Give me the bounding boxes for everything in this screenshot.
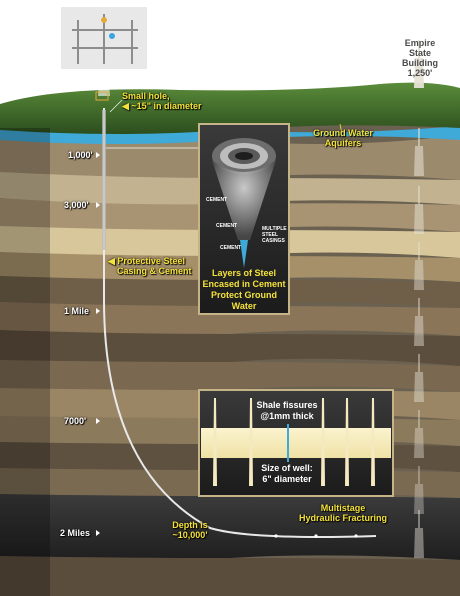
depth-1000-label: 1,000': [68, 150, 93, 160]
multiple-casings-label: MULTIPLE STEEL CASINGS: [262, 226, 287, 244]
ground-water-label: Ground Water Aquifers: [313, 128, 373, 148]
rock-layer: [0, 360, 460, 394]
shale-fissures: [213, 398, 375, 486]
rock-layer: [0, 330, 460, 366]
cement-label-2: CEMENT: [216, 223, 238, 229]
cement-label-3: CEMENT: [220, 245, 242, 251]
frac-markers: [274, 534, 358, 538]
empire-state-building-icons: [414, 40, 424, 558]
depth-note-label: Depth is ~10,000': [172, 520, 208, 540]
wellbore-section: [201, 428, 391, 458]
casing-cone: [212, 160, 276, 240]
shale-layer: [0, 494, 460, 561]
bore-hole: [235, 152, 253, 160]
valve-wheel: [109, 33, 115, 39]
valve-wheel: [101, 17, 107, 23]
empire-state-label: Empire State Building 1,250': [402, 38, 438, 78]
depth-2-miles-label: 2 Miles: [60, 528, 91, 538]
inner-casing-tip: [240, 240, 248, 268]
rock-layer: [0, 302, 460, 338]
multistage-label: Multistage Hydraulic Fracturing: [298, 503, 388, 523]
depth-7000-label: 7000': [64, 416, 87, 426]
photo-pointer: [98, 70, 110, 96]
rock-layer: [0, 556, 460, 596]
protective-casing-label: ◀ Protective Steel Casing & Cement: [108, 256, 192, 276]
depth-3000-label: 3,000': [64, 200, 89, 210]
depth-ticks: [96, 152, 100, 536]
depth-gutter: [0, 128, 50, 596]
casing-caption: Layers of Steel Encased in Cement Protec…: [202, 268, 286, 311]
cement-label-1: CEMENT: [206, 197, 228, 203]
leader-line: [339, 123, 343, 135]
depth-1-mile-label: 1 Mile: [64, 306, 90, 316]
ground-surface: [0, 82, 460, 134]
well-size-caption: Size of well: 6" diameter: [261, 463, 313, 484]
shale-fissures-caption: Shale fissures @1mm thick: [256, 400, 318, 421]
small-hole-label: Small hole, ◀ ~15" in diameter: [122, 91, 202, 111]
leader-line: [109, 99, 123, 113]
well-bore: [103, 108, 377, 538]
wellhead-marker: [95, 91, 109, 101]
